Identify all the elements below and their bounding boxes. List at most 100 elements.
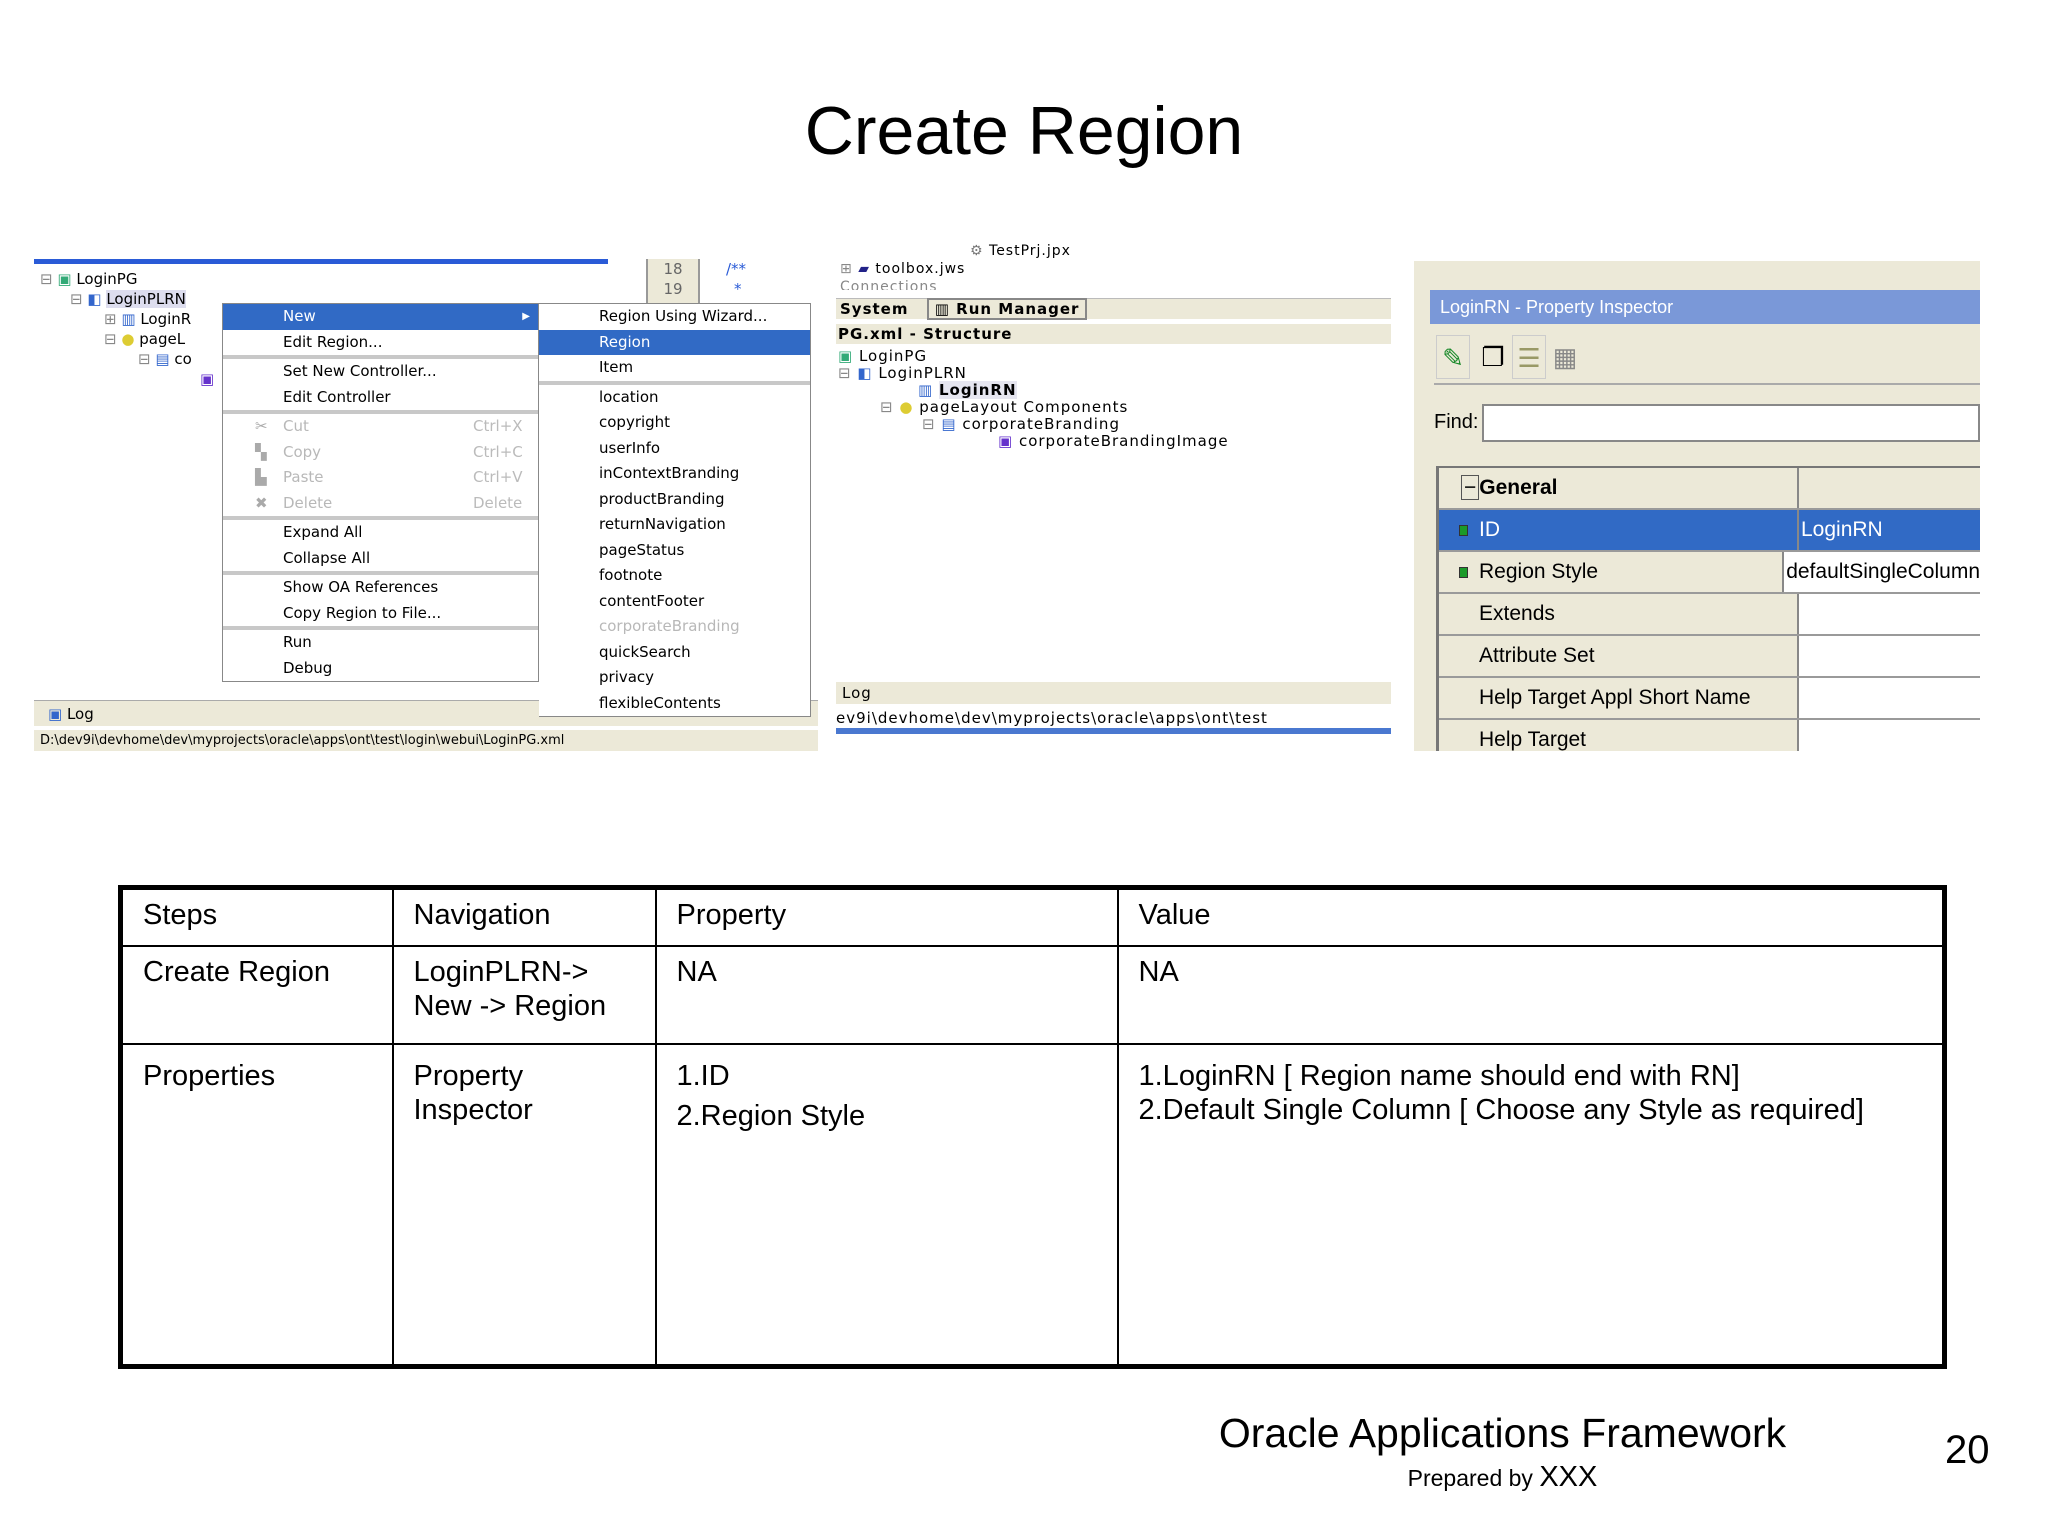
menu-item-collapse-all[interactable]: Collapse All [223,546,538,572]
categorize-icon[interactable]: ☰ [1512,335,1546,379]
tree-label: LoginPG [76,270,138,288]
property-row-help-target[interactable]: Help Target [1439,720,1980,751]
collapse-icon[interactable]: ⊟ [922,415,936,433]
tree-node[interactable]: ⊟ ▣ LoginPG [40,269,214,289]
property-row-extends[interactable]: Extends [1439,594,1980,636]
expand-icon[interactable]: ⊞ [104,310,117,328]
menu-item-expand-all[interactable]: Expand All [223,520,538,546]
menu-item-set-new-controller[interactable]: Set New Controller... [223,359,538,385]
menu-item-contentfooter[interactable]: contentFooter [539,589,810,615]
menu-item-pagestatus[interactable]: pageStatus [539,538,810,564]
export-icon[interactable]: ▦ [1552,342,1578,372]
tree-node[interactable]: ⊟ ● pageL [40,329,214,349]
find-input[interactable] [1482,404,1980,442]
menu-item-label: Copy [283,442,322,461]
footer-title: Oracle Applications Framework [1218,1410,1787,1456]
line-number: 19 [663,280,683,298]
menu-item-run[interactable]: Run [223,630,538,656]
tree-node[interactable]: ▣ corporateBrandingImage [838,433,1229,450]
header-navigation: Navigation [391,886,657,947]
property-value[interactable] [1799,678,1980,718]
group-general[interactable]: −General [1439,468,1980,510]
menu-item-privacy[interactable]: privacy [539,665,810,691]
menu-item-label: Edit Controller [283,387,391,406]
menu-item-flexiblecontents[interactable]: flexibleContents [539,691,810,717]
property-name: ID [1439,510,1799,550]
collapse-icon[interactable]: ⊟ [838,364,852,382]
tree-node[interactable]: ▣ LoginPG [838,348,1229,365]
property-value[interactable]: LoginRN [1799,510,1980,550]
tree-node[interactable]: ⊟ ◧ LoginPLRN [838,365,1229,382]
tree-label: corporateBranding [962,415,1120,433]
menu-item-edit-controller[interactable]: Edit Controller [223,385,538,411]
tree-node[interactable]: ⊟ ▤ co [40,349,214,369]
tree-node[interactable]: ⊟ ● pageLayout Components [838,399,1229,416]
menu-item-region[interactable]: Region [539,329,810,355]
property-row-help-target-appl-short-name[interactable]: Help Target Appl Short Name [1439,678,1980,720]
menu-item-returnnavigation[interactable]: returnNavigation [539,512,810,538]
line-gutter: 18 19 [646,259,700,307]
menu-item-incontextbranding[interactable]: inContextBranding [539,461,810,487]
menu-item-userinfo[interactable]: userInfo [539,436,810,462]
value-line: 1.LoginRN [ Region name should end with … [1138,1059,1740,1092]
menu-item-quicksearch[interactable]: quickSearch [539,640,810,666]
collapse-icon[interactable]: − [1461,475,1480,500]
menu-item-new[interactable]: New▶ [223,304,538,330]
image-icon: ▣ [998,432,1014,450]
structure-screenshot: ⚙ TestPrj.jpx ⊞ ▰ toolbox.jws Connection… [836,242,1391,734]
connect-icon[interactable]: ✎ [1436,335,1470,379]
menu-item-item[interactable]: Item [539,355,810,381]
log-tab[interactable]: Log [836,682,1391,704]
folder-icon: ● [121,330,135,348]
menu-item-edit-region[interactable]: Edit Region... [223,330,538,356]
prepared-by: Prepared by XXX [1150,1461,1855,1494]
tree-node[interactable]: ▥ LoginRN [838,381,1229,399]
log-label: Log [66,705,94,723]
tree-label: LoginPLRN [878,364,967,382]
menu-item-location[interactable]: location [539,385,810,411]
menu-item-label: footnote [599,566,663,584]
menu-item-label: Cut [283,417,309,435]
collapse-icon[interactable]: ⊟ [40,270,53,288]
header-value: Value [1116,886,1946,947]
tree-node[interactable]: ⊟ ◧ LoginPLRN [40,289,214,309]
menu-separator [539,380,810,385]
collapse-icon[interactable]: ⊟ [880,398,894,416]
tree-node[interactable]: ⊟ ▤ corporateBranding [838,416,1229,433]
navigator-tabs: System ▥ Run Manager [836,298,1391,320]
tree-node[interactable]: ⊞ ▰ toolbox.jws [840,260,1071,278]
menu-item-show-oa-references[interactable]: Show OA References [223,575,538,601]
property-value[interactable]: defaultSingleColumn [1784,552,1980,592]
tree-node[interactable]: Connections [840,278,1071,290]
menu-item-label: corporateBranding [599,617,740,635]
menu-item-corporatebranding[interactable]: corporateBranding [539,614,810,640]
tab-system[interactable]: System [840,300,909,318]
menu-item-productbranding[interactable]: productBranding [539,487,810,513]
menu-item-copyright[interactable]: copyright [539,410,810,436]
cell-steps: Create Region [119,944,394,1045]
property-name: Region Style [1439,552,1785,592]
tree-node[interactable]: ⚙ TestPrj.jpx [840,242,1071,260]
menu-item-debug[interactable]: Debug [223,656,538,682]
tab-run-manager[interactable]: ▥ Run Manager [926,298,1088,320]
group-label: General [1479,476,1558,499]
collapse-icon[interactable]: ⊟ [138,350,151,368]
property-row-attribute-set[interactable]: Attribute Set [1439,636,1980,678]
menu-item-region-using-wizard[interactable]: Region Using Wizard... [539,304,810,330]
property-value[interactable] [1799,594,1980,634]
menu-item-copy-region-to-file[interactable]: Copy Region to File... [223,601,538,627]
menu-item-footnote[interactable]: footnote [539,563,810,589]
tree-node[interactable]: ⊞ ▥ LoginR [40,309,214,329]
property-value[interactable] [1799,720,1980,751]
expand-icon[interactable]: ⊞ [840,261,853,277]
collapse-icon[interactable]: ⊟ [104,330,117,348]
property-value[interactable] [1799,636,1980,676]
pages-icon[interactable]: ❐ [1481,342,1505,372]
collapse-icon[interactable]: ⊟ [70,290,83,308]
